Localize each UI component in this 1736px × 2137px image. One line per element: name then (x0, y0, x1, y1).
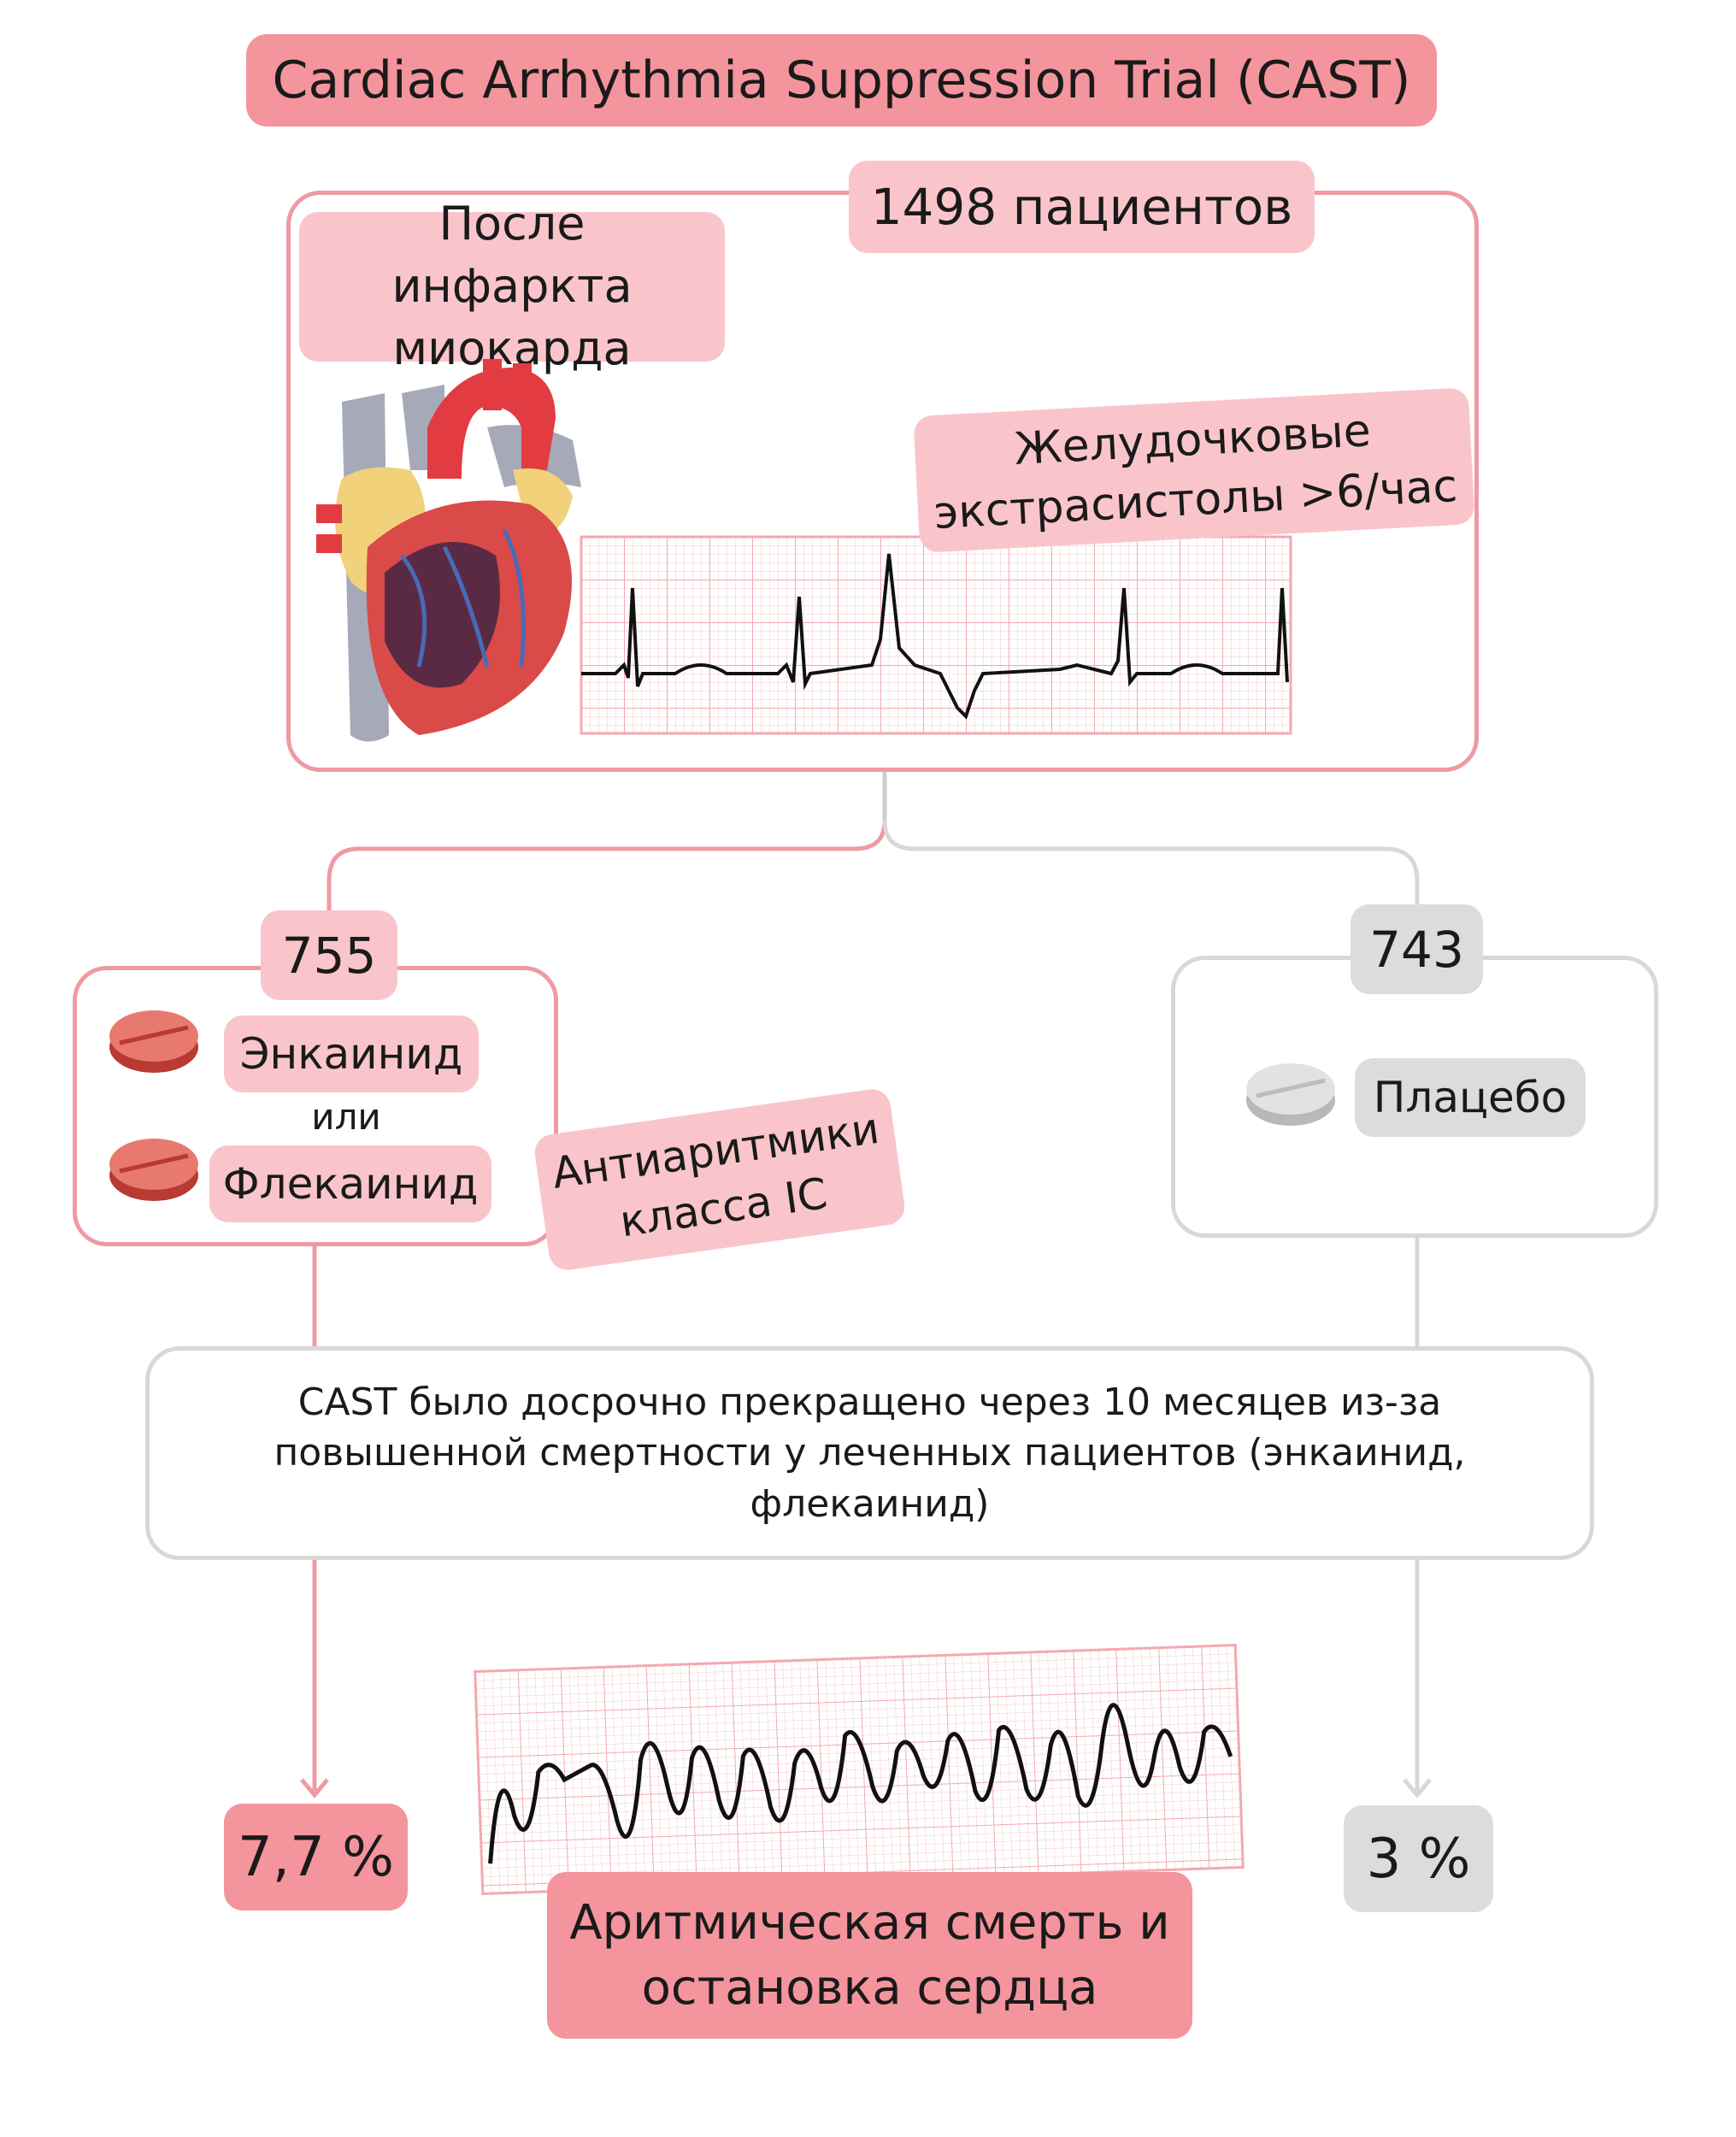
treatment-count-badge: 755 (261, 910, 397, 1000)
condition-label: После инфаркта миокарда (391, 197, 633, 375)
cohort-count: 1498 пациентов (870, 178, 1293, 236)
placebo-pill-icon (1246, 1063, 1335, 1126)
placebo-badge: Плацебо (1355, 1058, 1586, 1137)
placebo-count-badge: 743 (1351, 904, 1483, 994)
connector-right-branch (882, 820, 1420, 915)
endpoint-label: Аритмическая смерть и остановка сердца (569, 1894, 1170, 2016)
placebo-label: Плацебо (1373, 1073, 1568, 1122)
cohort-count-badge: 1498 пациентов (849, 161, 1315, 253)
ecg-strip-extrasystole (580, 535, 1292, 735)
treatment-count: 755 (281, 926, 377, 985)
pill-icon (109, 1010, 198, 1073)
drug-1-badge: Энкаинид (224, 1016, 479, 1092)
placebo-rate: 3 % (1366, 1827, 1471, 1891)
connector-left-branch (327, 820, 887, 915)
drug-2-badge: Флекаинид (209, 1145, 491, 1222)
arrowhead-placebo (1403, 1778, 1432, 1798)
heart-anatomy-icon (316, 359, 581, 742)
or-label: или (311, 1096, 381, 1138)
outcome-note-box: CAST было досрочно прекращено через 10 м… (145, 1346, 1594, 1560)
endpoint-badge: Аритмическая смерть и остановка сердца (547, 1872, 1192, 2039)
ecg-label-badge: Желудочковые экстрасистолы >6/час (913, 387, 1475, 553)
treatment-result-badge: 7,7 % (224, 1804, 408, 1910)
page-title: Cardiac Arrhythmia Suppression Trial (CA… (272, 50, 1411, 110)
pill-icon (109, 1139, 198, 1201)
condition-badge: После инфаркта миокарда (299, 197, 725, 375)
outcome-note: CAST было досрочно прекращено через 10 м… (274, 1380, 1466, 1526)
ecg-label: Желудочковые экстрасистолы >6/час (933, 404, 1459, 539)
drug-2-label: Флекаинид (222, 1159, 479, 1209)
title-banner: Cardiac Arrhythmia Suppression Trial (CA… (246, 34, 1437, 127)
arrowhead-treatment (300, 1778, 329, 1798)
placebo-count: 743 (1369, 920, 1464, 979)
placebo-result-badge: 3 % (1344, 1805, 1493, 1912)
treatment-rate: 7,7 % (238, 1825, 394, 1889)
ecg-strip-fibrillation (474, 1643, 1245, 1896)
drug-1-label: Энкаинид (239, 1029, 463, 1079)
